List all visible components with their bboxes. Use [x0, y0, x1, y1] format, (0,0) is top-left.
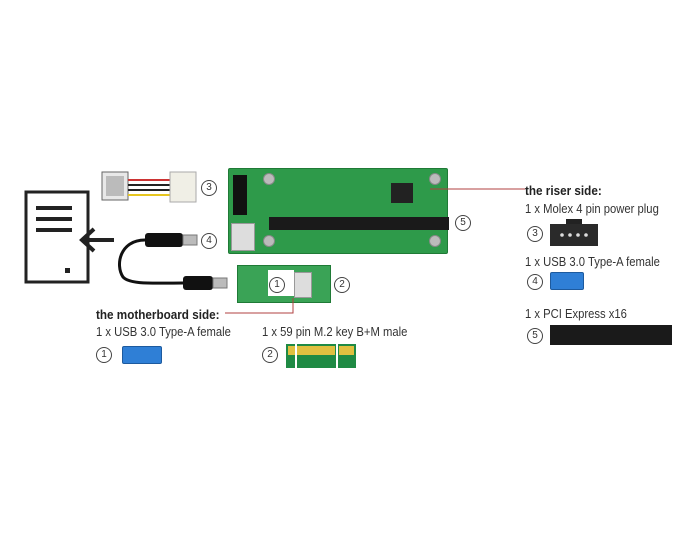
usb-port-icon: [550, 272, 584, 290]
riser-item-number: 5: [527, 328, 543, 344]
pcie-x16-slot: [269, 217, 449, 230]
riser-usb-port: [231, 223, 255, 251]
riser-board: [228, 168, 449, 254]
callout-3: 3: [201, 180, 217, 196]
leader-line-riser: [430, 188, 525, 190]
pcie-slot-icon: [550, 325, 672, 345]
leader-line-motherboard: [225, 298, 294, 314]
usb-port-icon: [122, 346, 162, 364]
riser-side-heading: the riser side:: [525, 183, 602, 198]
m2-connector-icon: [286, 344, 356, 368]
callout-1: 1: [269, 277, 285, 293]
mb-item-label: 1 x USB 3.0 Type-A female: [96, 325, 231, 339]
motherboard-side-heading: the motherboard side:: [96, 307, 220, 322]
computer-icon: [24, 190, 90, 284]
sata-molex-cable: [101, 171, 197, 203]
callout-2: 2: [334, 277, 350, 293]
mb-item-number: 2: [262, 347, 278, 363]
callout-4: 4: [201, 233, 217, 249]
riser-item-label: 1 x Molex 4 pin power plug: [525, 202, 659, 216]
usb-cable: [118, 233, 228, 290]
molex-plug-icon: [550, 219, 598, 246]
riser-item-label: 1 x USB 3.0 Type-A female: [525, 255, 660, 269]
power-connector: [233, 175, 247, 215]
arrow-left-icon: [79, 227, 114, 253]
riser-item-label: 1 x PCI Express x16: [525, 307, 627, 321]
mb-item-label: 1 x 59 pin M.2 key B+M male: [262, 325, 408, 339]
riser-item-number: 4: [527, 274, 543, 290]
riser-item-number: 3: [527, 226, 543, 242]
mb-item-number: 1: [96, 347, 112, 363]
callout-5: 5: [455, 215, 471, 231]
